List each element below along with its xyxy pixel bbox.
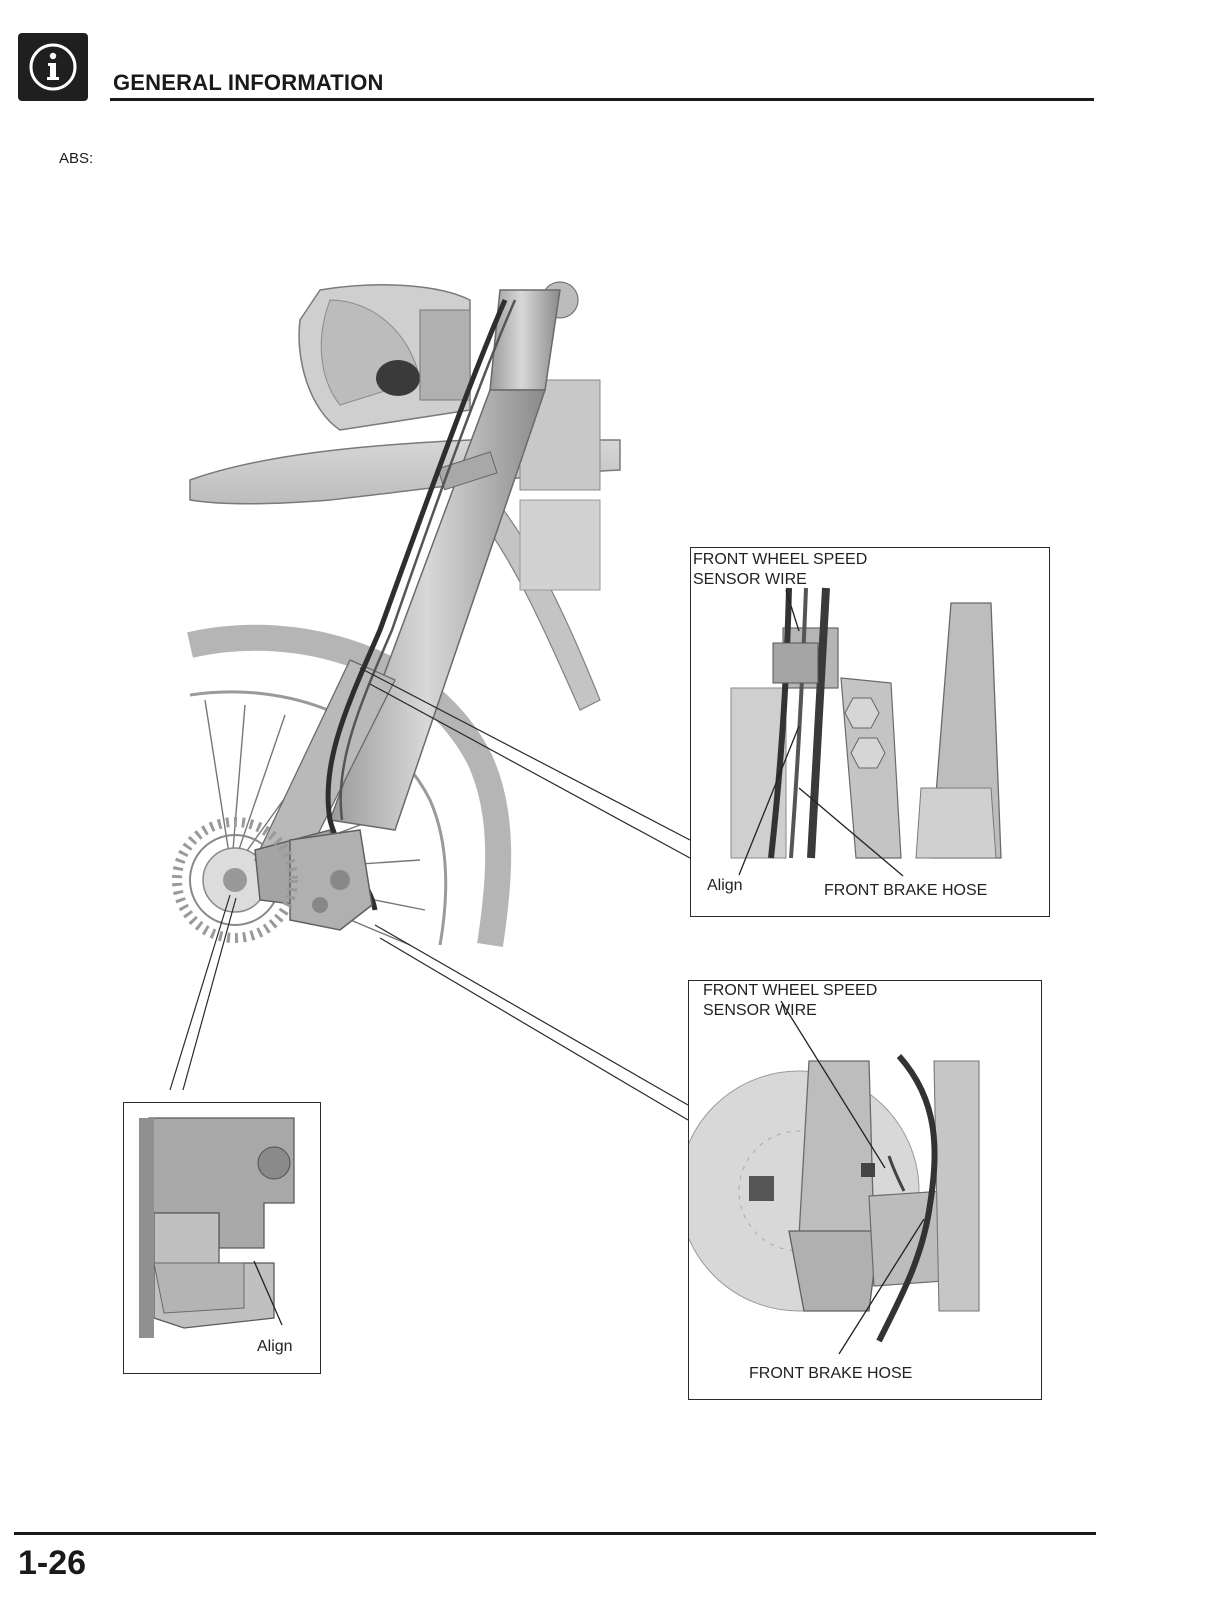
section-label: ABS:: [59, 150, 94, 167]
callout-upper-hose-label: FRONT BRAKE HOSE: [824, 882, 988, 899]
callout-upper-drawing: [730, 587, 1002, 877]
info-icon: [29, 43, 77, 91]
callout-left-align-label: Align: [257, 1338, 293, 1355]
header-rule: [110, 98, 1094, 101]
callout-upper-align-label: Align: [707, 877, 743, 894]
brake-disc: [172, 817, 298, 943]
page-title: GENERAL INFORMATION: [113, 70, 384, 95]
callout-lower-title-line2: SENSOR WIRE: [703, 1002, 817, 1019]
callout-lower-hose-label: FRONT BRAKE HOSE: [749, 1365, 913, 1382]
callout-upper-title: FRONT WHEEL SPEED SENSOR WIRE: [693, 550, 867, 590]
callout-lower: FRONT WHEEL SPEED SENSOR WIRE FRONT BRAK…: [688, 980, 1042, 1400]
callout-upper-title-line2: SENSOR WIRE: [693, 571, 807, 588]
callout-lower-drawing: [689, 1000, 980, 1355]
front-fork: [254, 289, 561, 906]
callout-left-drawing: [139, 1117, 295, 1338]
callout-upper: FRONT WHEEL SPEED SENSOR WIRE Align FRON…: [690, 547, 1050, 917]
brake-caliper: [289, 829, 373, 931]
callout-upper-title-line1: FRONT WHEEL SPEED: [693, 551, 868, 568]
callout-left: Align: [123, 1102, 321, 1374]
headlight-cowl: [298, 284, 471, 431]
leader-lines: [169, 667, 691, 1121]
callout-lower-title-line1: FRONT WHEEL SPEED: [703, 982, 878, 999]
info-badge: [18, 33, 88, 101]
footer-rule: [14, 1532, 1096, 1535]
page-number: 1-26: [18, 1544, 87, 1582]
callout-lower-title: FRONT WHEEL SPEED SENSOR WIRE: [703, 981, 877, 1021]
